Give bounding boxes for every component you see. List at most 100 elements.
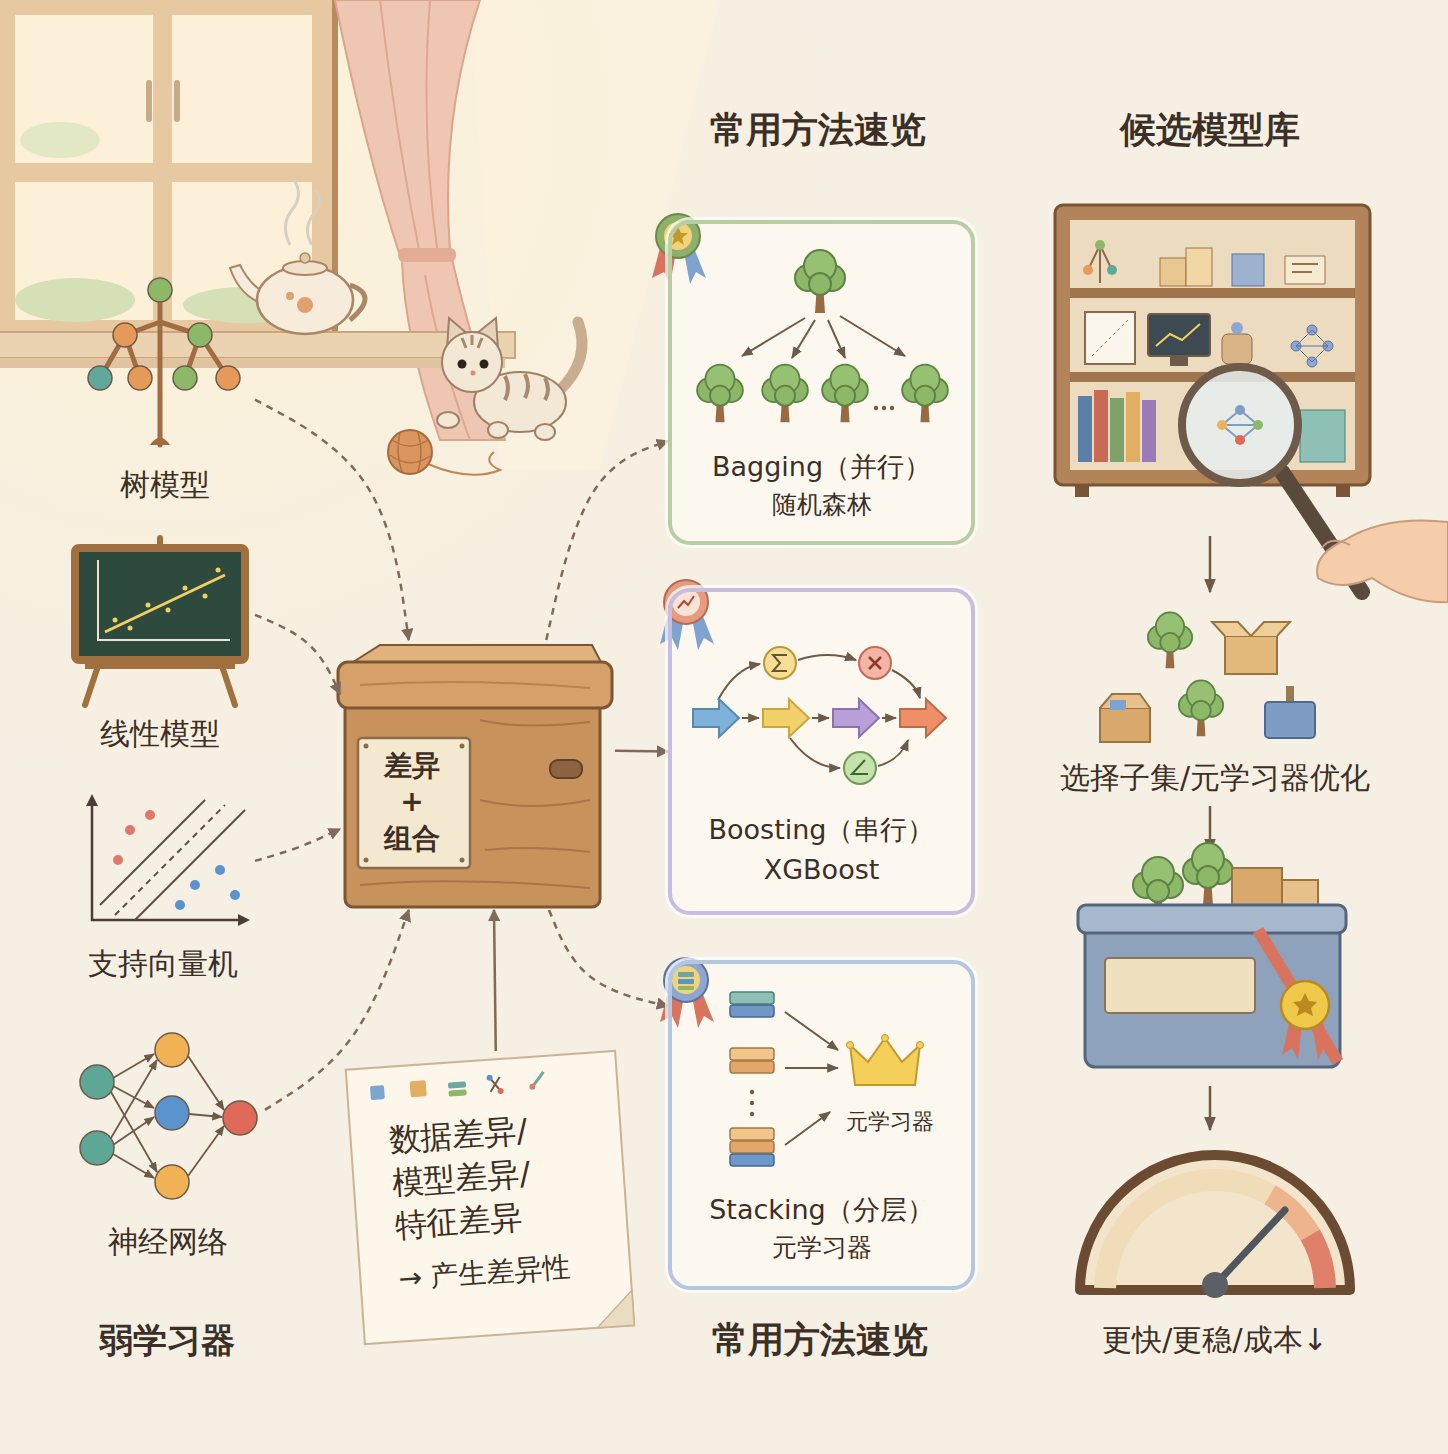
chalkboard-icon [85, 662, 235, 669]
kitten [462, 335, 482, 348]
bagging-trees [822, 365, 868, 423]
teapot [297, 297, 313, 313]
wooden-box [550, 760, 582, 778]
bookshelf [1110, 398, 1124, 462]
stacking-layers [730, 1005, 774, 1017]
bookshelf [1186, 248, 1212, 286]
note-paper [486, 1075, 492, 1081]
connector [546, 441, 668, 640]
stacking-layers [785, 1012, 838, 1145]
stacking-layers [750, 1090, 754, 1094]
medal [672, 588, 700, 616]
neural-net-icon [111, 1060, 157, 1138]
treasure-chest [1078, 905, 1346, 933]
medal [678, 972, 694, 977]
note-paper [497, 1088, 503, 1094]
note-paper [595, 1290, 634, 1327]
connector [265, 910, 409, 1110]
teapot [307, 190, 319, 245]
neural-net-icon [113, 1117, 154, 1145]
bookshelf [1088, 245, 1112, 283]
bagging-trees [840, 316, 905, 356]
boosting-chain [869, 657, 881, 669]
boosting-chain [790, 738, 840, 768]
chalkboard-icon [75, 548, 245, 660]
chalkboard-icon [105, 575, 225, 632]
node-text: Bagging（并行） [672, 451, 971, 483]
boosting-chain [693, 699, 739, 737]
tree-model-icon [113, 323, 137, 347]
section-heading: 常用方法速览 [712, 1318, 928, 1361]
connector [494, 910, 496, 1051]
stacking-layers [730, 1141, 774, 1153]
svm-icon [230, 890, 240, 900]
bagging-trees [762, 365, 808, 423]
neural-net-icon [188, 1126, 224, 1176]
note-paper [410, 1080, 427, 1097]
yarn-ball [388, 430, 500, 475]
stacking-layers [882, 1035, 889, 1042]
node-text: 树模型 [75, 467, 255, 503]
neural-net-icon [223, 1101, 257, 1135]
medal [652, 214, 714, 1028]
curtain [398, 248, 456, 262]
subset-icons [1148, 612, 1192, 668]
tree-model-icon [88, 366, 112, 390]
chalkboard-icon [75, 538, 245, 705]
stacking-layers [730, 1061, 774, 1073]
bookshelf [1292, 264, 1318, 272]
bookshelf [1107, 265, 1117, 275]
bagging-trees [890, 406, 894, 410]
node-text: 元学习器 [830, 1109, 950, 1135]
window-sill [0, 332, 515, 368]
teapot [285, 180, 298, 245]
gauge [1080, 1155, 1350, 1290]
note-paper [346, 1051, 635, 1344]
magnifier-hand [1235, 435, 1245, 445]
tree-model-icon [173, 366, 197, 390]
bookshelf [1285, 256, 1325, 284]
window [15, 15, 153, 163]
treasure-chest [1281, 981, 1329, 1029]
window-sill [0, 332, 515, 358]
subset-icons [1100, 708, 1150, 742]
note-paper [448, 1089, 466, 1096]
boosting-chain [763, 699, 809, 737]
window [172, 15, 312, 163]
chalkboard-icon [113, 618, 118, 623]
boosting-chain [852, 760, 868, 774]
teapot [257, 266, 353, 334]
treasure-chest [1258, 930, 1338, 1062]
svm-icon [190, 880, 200, 890]
subset-icons [1179, 680, 1223, 736]
svm-icon [113, 855, 123, 865]
boosting-chain [833, 699, 879, 737]
bagging-trees [742, 316, 905, 358]
card-ground [668, 220, 975, 1290]
boosting-chain [764, 647, 796, 679]
neural-net-icon [188, 1056, 224, 1110]
stacking-layers [730, 1048, 774, 1060]
window [174, 80, 180, 122]
bagging-trees [882, 406, 886, 410]
neural-net-icon [80, 1131, 114, 1165]
kitten [505, 374, 548, 400]
stacking-layers [730, 992, 924, 1166]
method-card: 元学习器Stacking（分层）元学习器 [668, 960, 975, 1290]
bagging-trees [874, 406, 878, 410]
chalkboard-icon [166, 608, 171, 613]
magnifier-hand [1182, 367, 1298, 483]
node-text: 神经网络 [70, 1224, 265, 1260]
card-ground [668, 960, 975, 1290]
bookshelf [1336, 485, 1350, 497]
column-caption: 弱学习器 [99, 1320, 235, 1361]
subset-icons [1212, 622, 1290, 636]
gauge [1202, 1272, 1228, 1298]
chalkboard-icon [183, 586, 188, 591]
node-text: Boosting（串行） [672, 814, 971, 846]
teapot [286, 292, 294, 300]
